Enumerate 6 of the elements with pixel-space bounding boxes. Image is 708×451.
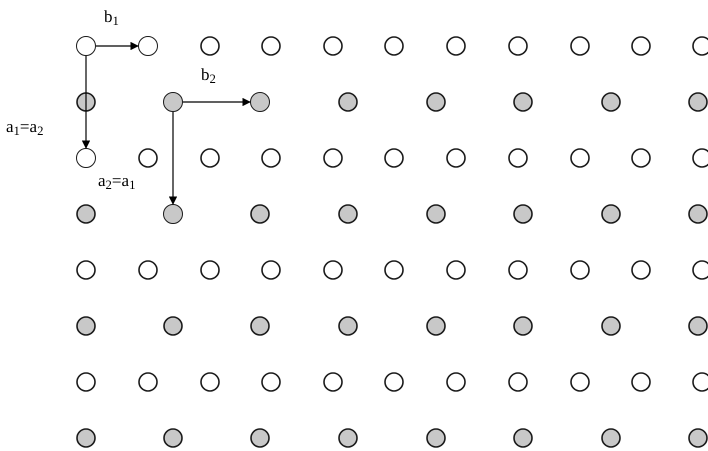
arrow [168, 112, 178, 205]
arrow [183, 98, 251, 106]
arrow [82, 56, 90, 149]
arrow [96, 42, 139, 50]
edge-label: b$_{2}$ [201, 66, 216, 83]
edge-label: b$_{1}$ [104, 8, 119, 25]
